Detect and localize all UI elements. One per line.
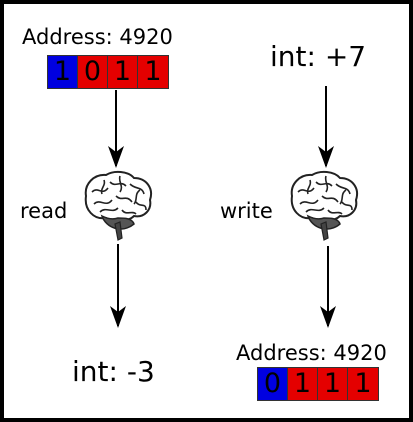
bit-cell: 1 (48, 56, 78, 88)
brain-icon (290, 170, 359, 241)
bit-cell: 1 (288, 368, 318, 400)
write-arrow-in-head (318, 146, 334, 168)
read-label: read (20, 199, 68, 223)
read-result: int: -3 (72, 355, 155, 388)
bit-cell: 0 (78, 56, 108, 88)
bit-cell: 1 (138, 56, 168, 88)
bit-cell: 0 (258, 368, 288, 400)
read-address-label: Address: 4920 (22, 25, 173, 49)
brain-icon (84, 170, 153, 241)
write-label: write (220, 199, 273, 223)
write-address-label: Address: 4920 (236, 341, 387, 365)
read-arrow-in-head (108, 146, 124, 168)
write-arrow-out-head (320, 306, 336, 328)
bit-cell: 1 (108, 56, 138, 88)
bit-cell: 1 (318, 368, 348, 400)
read-arrow-out-head (110, 306, 126, 328)
bit-cell: 1 (348, 368, 378, 400)
write-input-value: int: +7 (270, 40, 367, 73)
